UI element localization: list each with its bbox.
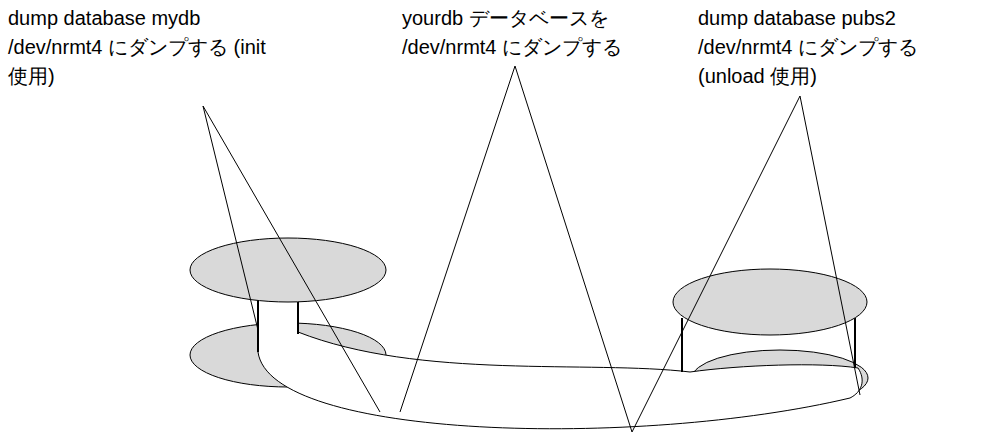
right-hub	[681, 318, 683, 372]
right-reel-top	[673, 269, 867, 335]
callout-text: yourdb データベースを /dev/nrmt4 にダンプする	[402, 4, 642, 62]
leader-line	[632, 96, 860, 432]
left-reel-top	[190, 238, 386, 302]
callout-text: dump database mydb /dev/nrmt4 にダンプする (in…	[8, 4, 268, 91]
leader-line	[400, 66, 632, 432]
right-hub	[854, 318, 856, 368]
leader-line	[203, 106, 380, 412]
callout-text: dump database pubs2 /dev/nrmt4 にダンプする (u…	[698, 4, 968, 91]
